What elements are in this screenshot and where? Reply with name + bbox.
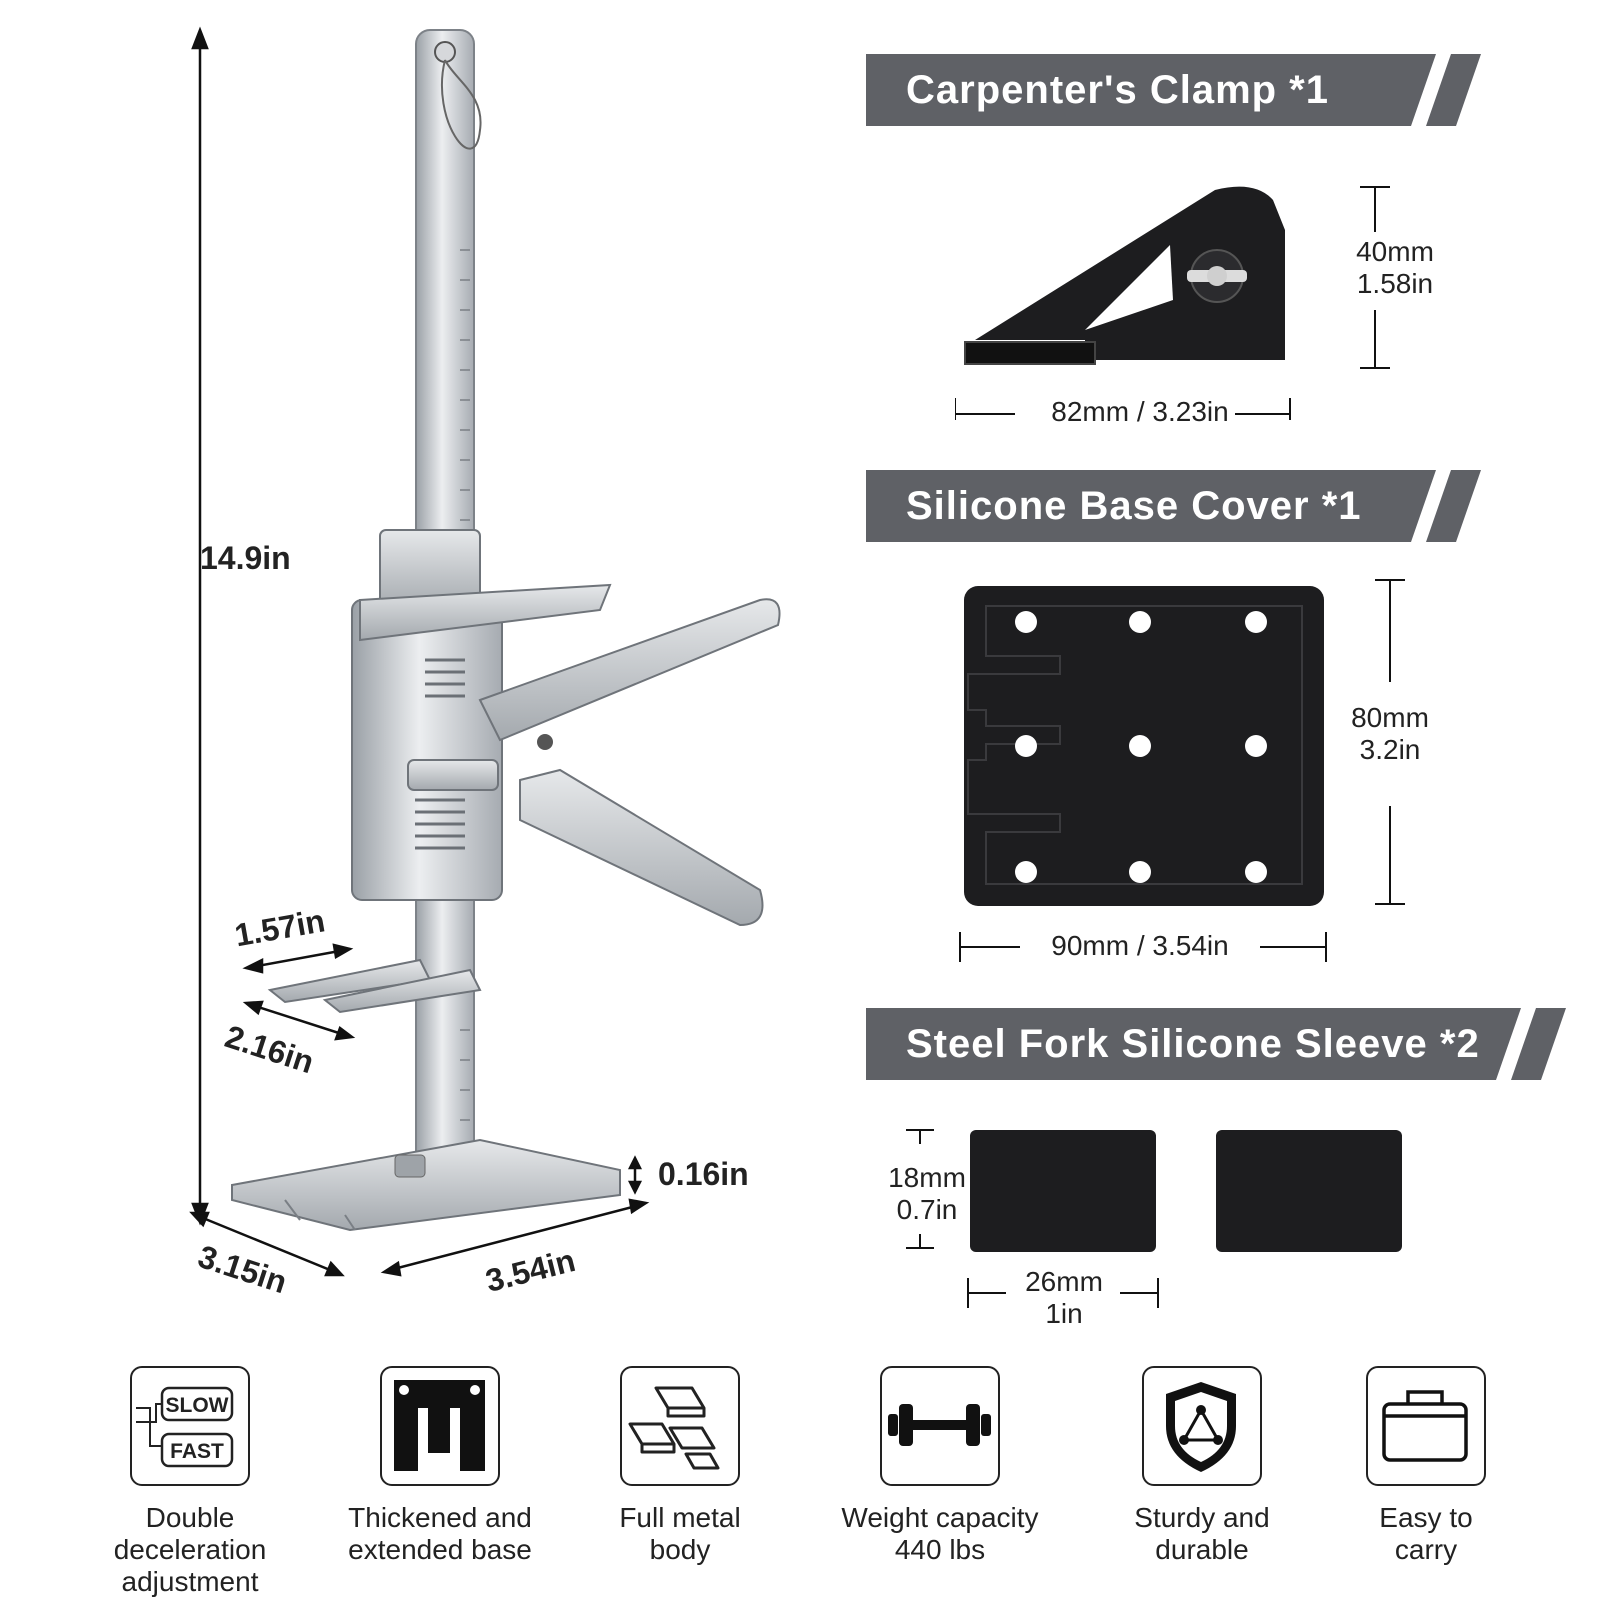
feature-caption: Sturdy and durable: [1134, 1502, 1270, 1565]
sleeve-banner: Steel Fork Silicone Sleeve *2: [866, 1008, 1566, 1080]
height-arrow: [191, 26, 209, 1226]
feature-deceleration: SLOW FAST Double deceleration adjustment: [70, 1366, 310, 1598]
base-cover-height-label: 80mm 3.2in: [1351, 702, 1429, 765]
dumbbell-icon: [880, 1366, 1000, 1486]
base-thickness-label: 0.16in: [658, 1156, 749, 1192]
feature-caption: Double deceleration adjustment: [113, 1502, 267, 1597]
clamp-height-label: 40mm 1.58in: [1356, 236, 1434, 299]
springs: [415, 658, 465, 850]
feature-caption: Easy to carry: [1379, 1502, 1473, 1565]
sleeve-height-bracket: [906, 1129, 934, 1249]
lower-handle: [519, 768, 764, 927]
clamp-banner: Carpenter's Clamp *1: [866, 54, 1486, 126]
fork-right: [322, 968, 482, 1014]
lifting-tool-drawing: [189, 26, 781, 1277]
sleeve-1: [970, 1130, 1156, 1252]
base-cover-banner: Silicone Base Cover *1: [866, 470, 1486, 542]
feature-carry: Easy to carry: [1306, 1366, 1546, 1566]
sleeve-width-label: 26mm 1in: [1025, 1266, 1103, 1329]
clamp-height-bracket: [1360, 186, 1390, 369]
svg-text:SLOW: SLOW: [166, 1394, 229, 1417]
clamp-drawing: [955, 186, 1291, 420]
feature-base: Thickened and extended base: [320, 1366, 560, 1566]
feature-metal: Full metal body: [560, 1366, 800, 1566]
base-cover-width-label: 90mm / 3.54in: [1051, 930, 1229, 961]
base-icon: [380, 1366, 500, 1486]
dimension-arrows: [189, 943, 650, 1277]
tool-body: [351, 599, 503, 901]
sleeve-height-label: 18mm 0.7in: [888, 1162, 966, 1225]
shield-icon: [1142, 1366, 1262, 1486]
height-label: 14.9in: [200, 540, 291, 576]
sleeve-2: [1216, 1130, 1402, 1252]
sleeve-width-bracket: [967, 1278, 1159, 1308]
base-cover-height-bracket: [1375, 579, 1405, 905]
base-cover-title: Silicone Base Cover *1: [906, 484, 1362, 528]
svg-text:FAST: FAST: [170, 1440, 224, 1463]
clamp-title: Carpenter's Clamp *1: [906, 68, 1329, 112]
feature-caption: Full metal body: [619, 1502, 741, 1565]
sleeve-title: Steel Fork Silicone Sleeve *2: [906, 1022, 1480, 1066]
base-cover-drawing: [964, 586, 1324, 906]
clamp-width-label: 82mm / 3.23in: [1051, 396, 1229, 427]
upper-handle: [478, 598, 781, 742]
tool-illustration: [0, 0, 820, 1320]
base-cover-width-bracket: [959, 932, 1327, 962]
slow-fast-icon: SLOW FAST: [130, 1366, 250, 1486]
feature-capacity: Weight capacity 440 lbs: [820, 1366, 1060, 1566]
feature-caption: Weight capacity 440 lbs: [841, 1502, 1039, 1565]
feature-caption: Thickened and extended base: [348, 1502, 532, 1565]
base-plate: [231, 1138, 621, 1232]
case-icon: [1366, 1366, 1486, 1486]
metal-bars-icon: [620, 1366, 740, 1486]
feature-durable: Sturdy and durable: [1082, 1366, 1322, 1566]
